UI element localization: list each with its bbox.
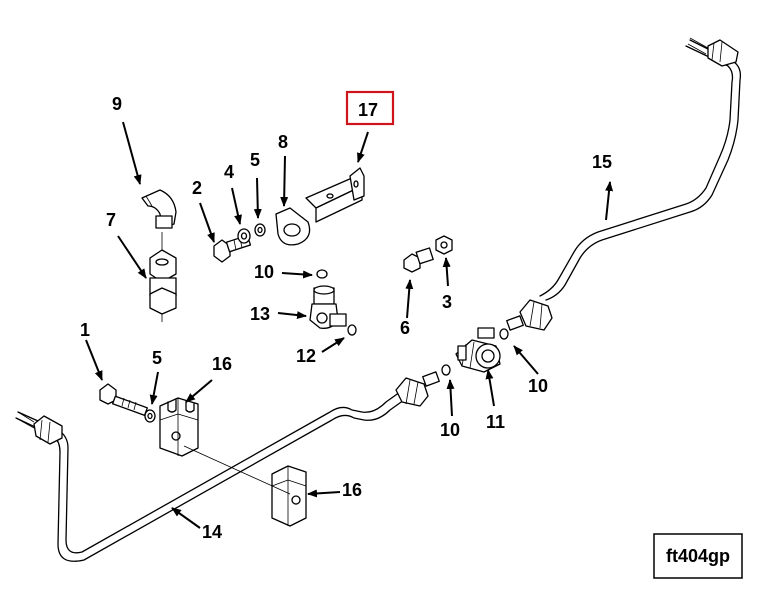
callout-10-lower: 10 (440, 420, 460, 440)
clamp-block-16-lower (271, 465, 307, 527)
callout-1: 1 (80, 320, 90, 340)
callout-7: 7 (106, 210, 116, 230)
callout-15: 15 (592, 152, 612, 172)
washer-4 (237, 228, 251, 244)
callout-8: 8 (278, 132, 288, 152)
callout-10-right: 10 (528, 376, 548, 396)
figure-id-label: ft404gp (666, 546, 730, 566)
callout-2: 2 (192, 178, 202, 198)
callout-13: 13 (250, 304, 270, 324)
o-ring-10-right (499, 328, 509, 340)
tube-15 (506, 37, 742, 331)
elbow-fitting-13 (309, 285, 347, 329)
o-ring-10-upper (316, 269, 328, 279)
tube-15-bottom-nut (506, 299, 553, 331)
callout-5-lower: 5 (152, 348, 162, 368)
callout-11: 11 (486, 412, 505, 432)
fitting-6 (403, 247, 434, 273)
callout-4: 4 (224, 162, 234, 182)
tube-14-right-nut (395, 371, 440, 407)
clamp-block-16-upper (159, 397, 199, 457)
clamp-alignment-line (183, 445, 291, 495)
leader-lines (85, 121, 614, 529)
clamp-8 (275, 207, 311, 246)
filter-7 (149, 232, 177, 322)
bracket-17 (305, 167, 365, 223)
washer-5-upper (254, 223, 266, 237)
o-ring-10-lower (441, 364, 451, 376)
callout-17: 17 (358, 100, 378, 120)
callout-16-upper: 16 (212, 354, 232, 374)
callout-labels: 9 7 2 4 5 8 17 10 13 12 6 3 15 10 10 11 … (80, 94, 612, 542)
washer-5-lower (144, 409, 156, 423)
callout-14: 14 (202, 522, 222, 542)
callout-17-highlight-box (345, 90, 395, 126)
figure-id-box: ft404gp (653, 533, 743, 579)
o-ring-12 (347, 324, 357, 336)
callout-6: 6 (400, 318, 410, 338)
bolt-1 (99, 383, 148, 417)
callout-12: 12 (296, 346, 316, 366)
callout-3: 3 (442, 292, 452, 312)
callout-16-lower: 16 (342, 480, 362, 500)
callout-5-upper: 5 (250, 150, 260, 170)
nut-3 (435, 235, 453, 255)
tube-14-left-fitting (15, 411, 63, 445)
elbow-fitting-9 (141, 189, 177, 229)
tube-14 (15, 371, 440, 562)
callout-10-upper: 10 (254, 262, 274, 282)
tube-15-top-fitting (687, 37, 739, 67)
callout-9: 9 (112, 94, 122, 114)
tee-fitting-11 (455, 327, 501, 373)
